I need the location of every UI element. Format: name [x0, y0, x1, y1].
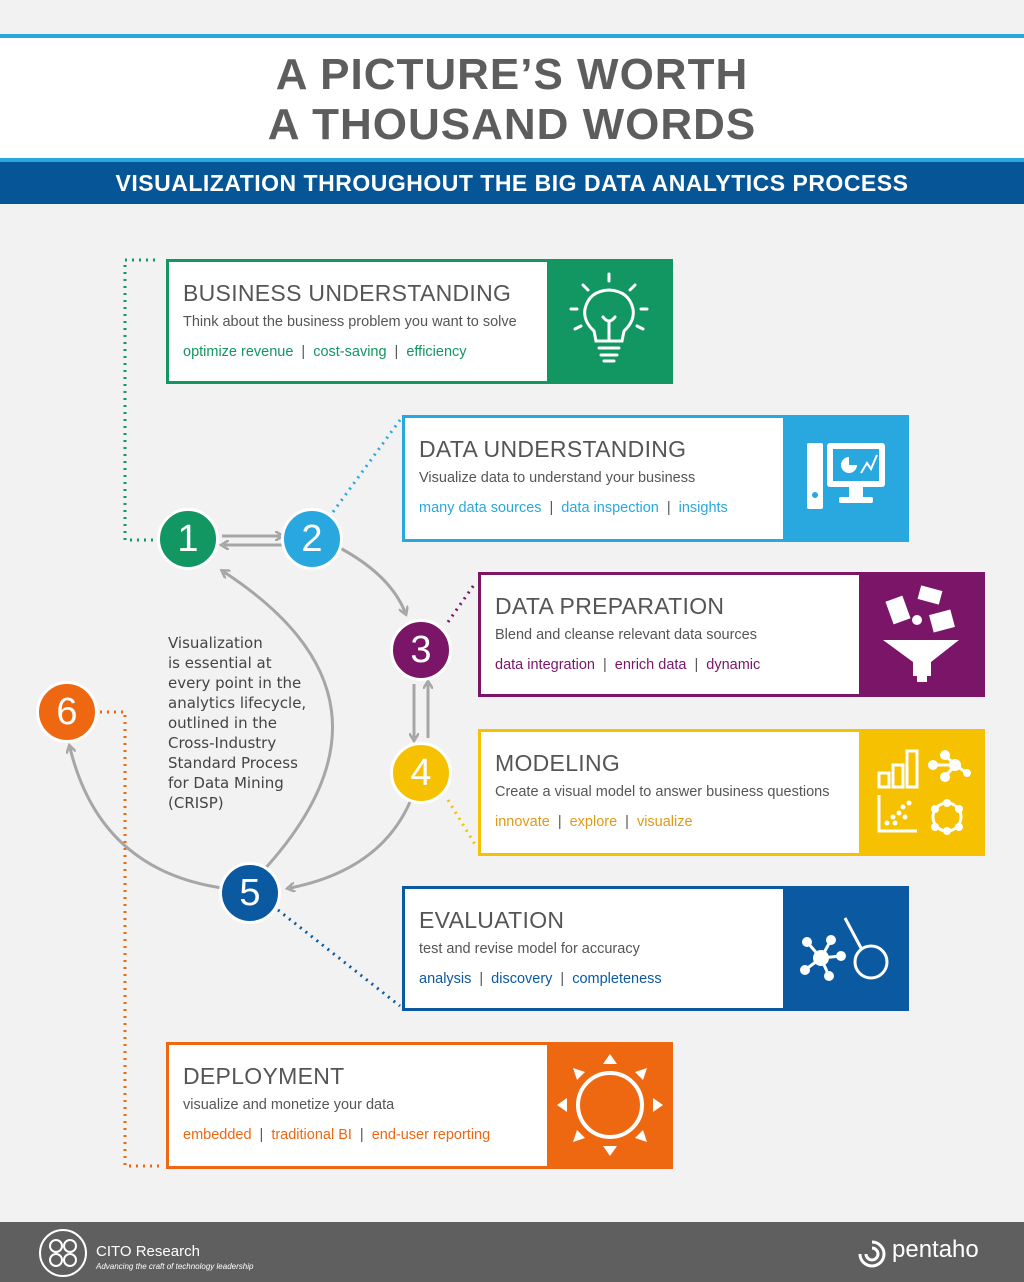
- funnel-icon: [859, 572, 985, 697]
- card-heading: BUSINESS UNDERSTANDING: [183, 280, 512, 306]
- step-card-evaluation: EVALUATION test and revise model for acc…: [402, 886, 786, 1011]
- lightbulb-icon: [547, 259, 673, 384]
- card-tag: enrich data: [614, 657, 687, 673]
- top-accent-line: [0, 34, 1024, 38]
- card-tag: data integration: [495, 657, 595, 673]
- card-tag: dynamic: [706, 657, 761, 673]
- step-card-data-preparation: DATA PREPARATION Blend and cleanse relev…: [478, 572, 862, 697]
- subtitle-banner: VISUALIZATION THROUGHOUT THE BIG DATA AN…: [0, 162, 1024, 204]
- page-title-line1: A PICTURE’S WORTH: [275, 50, 749, 99]
- card-tag: traditional BI: [271, 1127, 352, 1143]
- leader-line-6: [100, 710, 160, 1168]
- pentaho-logo-icon: [858, 1240, 886, 1268]
- leader-line-1: [123, 258, 160, 542]
- card-description: Create a visual model to answer business…: [495, 784, 830, 800]
- card-description: Think about the business problem you wan…: [183, 314, 517, 330]
- card-description: Blend and cleanse relevant data sources: [495, 627, 757, 643]
- card-description: Visualize data to understand your busine…: [419, 470, 696, 486]
- step-number-2: 2: [281, 508, 343, 570]
- partner-logo-text: pentaho: [892, 1236, 979, 1263]
- network-magnifier-icon: [783, 886, 909, 1011]
- arrow-2-to-3: [339, 546, 405, 612]
- leader-line-4: [446, 799, 478, 847]
- page-title-line2: A THOUSAND WORDS: [267, 100, 757, 149]
- card-heading: DATA PREPARATION: [495, 593, 725, 619]
- crisp-note: Visualization is essential at every poin…: [168, 634, 307, 812]
- card-heading: DATA UNDERSTANDING: [419, 436, 687, 462]
- card-tags: data integration|enrich data|dynamic: [495, 657, 761, 673]
- step-number-1: 1: [157, 508, 219, 570]
- step-number-6: 6: [36, 681, 98, 743]
- card-tags: analysis|discovery|completeness: [419, 971, 662, 987]
- card-heading: MODELING: [495, 750, 621, 776]
- card-tag: discovery: [491, 971, 553, 987]
- card-tag: completeness: [572, 971, 662, 987]
- card-tags: innovate|explore|visualize: [495, 814, 693, 830]
- card-tags: embedded|traditional BI|end-user reporti…: [183, 1127, 491, 1143]
- circle-arrows-out-icon: [547, 1042, 673, 1169]
- card-tag: insights: [678, 500, 728, 516]
- step-card-business-understanding: BUSINESS UNDERSTANDING Think about the b…: [166, 259, 550, 384]
- card-tag: cost-saving: [313, 344, 387, 360]
- card-tags: optimize revenue|cost-saving|efficiency: [183, 344, 467, 360]
- step-card-data-understanding: DATA UNDERSTANDING Visualize data to und…: [402, 415, 786, 542]
- card-description: visualize and monetize your data: [183, 1097, 395, 1113]
- subtitle-accent-line: [0, 158, 1024, 162]
- title-area: [0, 38, 1024, 158]
- card-tags: many data sources|data inspection|insigh…: [419, 500, 728, 516]
- arrow-5-to-6: [70, 748, 223, 890]
- step-number-4: 4: [390, 742, 452, 804]
- card-tag: end-user reporting: [371, 1127, 491, 1143]
- leader-line-3: [446, 581, 478, 623]
- card-tag: efficiency: [406, 344, 467, 360]
- card-tag: explore: [569, 814, 618, 830]
- footer-bar: [0, 1222, 1024, 1282]
- company-tagline: Advancing the craft of technology leader…: [96, 1262, 254, 1271]
- leader-line-2: [331, 419, 402, 513]
- card-heading: EVALUATION: [419, 907, 565, 933]
- computer-chart-icon: [783, 415, 909, 542]
- cito-logo-icon: [39, 1229, 87, 1277]
- step-number-5: 5: [219, 862, 281, 924]
- card-tag: data inspection: [561, 500, 659, 516]
- card-tag: many data sources: [419, 500, 542, 516]
- card-tag: visualize: [636, 814, 693, 830]
- card-tag: embedded: [183, 1127, 252, 1143]
- card-description: test and revise model for accuracy: [419, 941, 640, 957]
- arrow-4-to-5: [290, 801, 412, 888]
- arrow-5-to-1: [224, 572, 334, 874]
- card-tag: innovate: [495, 814, 550, 830]
- leader-line-5: [277, 908, 401, 1008]
- card-heading: DEPLOYMENT: [183, 1063, 345, 1089]
- step-number-3: 3: [390, 619, 452, 681]
- card-tag: analysis: [419, 971, 472, 987]
- company-name: CITO Research: [96, 1243, 200, 1260]
- model-charts-icon: [859, 729, 985, 856]
- step-card-modeling: MODELING Create a visual model to answer…: [478, 729, 862, 856]
- step-card-deployment: DEPLOYMENT visualize and monetize your d…: [166, 1042, 550, 1169]
- card-tag: optimize revenue: [183, 344, 294, 360]
